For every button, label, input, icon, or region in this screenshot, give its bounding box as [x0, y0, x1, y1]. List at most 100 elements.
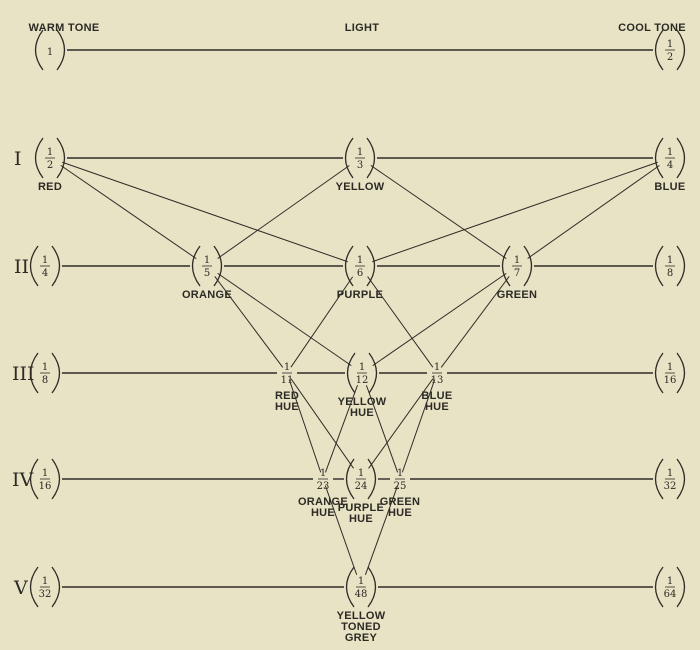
denominator: 32 [664, 481, 677, 492]
right-paren-icon [523, 245, 533, 287]
right-paren-icon [51, 458, 61, 500]
right-paren-icon [51, 352, 61, 394]
row-numeral: IV [12, 469, 34, 491]
node-label: TONED [341, 621, 381, 633]
left-paren-icon [654, 566, 664, 608]
denominator: 3 [357, 160, 363, 171]
denominator: 12 [356, 375, 369, 386]
right-paren-icon [366, 245, 376, 287]
node-label: ORANGE [182, 289, 232, 301]
connector-line [60, 164, 197, 260]
denominator: 2 [667, 52, 673, 63]
node-c0: 12 [654, 29, 686, 71]
denominator: 64 [664, 589, 677, 600]
denominator: 48 [355, 589, 368, 600]
numerator: 1 [284, 362, 290, 373]
numerator: 1 [667, 255, 673, 266]
numerator: 1 [357, 255, 363, 266]
node-label: ORANGE [298, 496, 348, 508]
numerator: 1 [42, 362, 48, 373]
numerator: 1 [667, 468, 673, 479]
numerator: 1 [434, 362, 440, 373]
numerator: 1 [42, 576, 48, 587]
node-label: BLUE [421, 390, 452, 402]
node-label: BLUE [654, 181, 685, 193]
denominator: 32 [39, 589, 52, 600]
right-paren-icon [367, 566, 377, 608]
connector-line [401, 379, 436, 473]
connector-line [324, 485, 358, 575]
connector-line [217, 272, 352, 367]
right-paren-icon [367, 458, 377, 500]
numerator: 1 [204, 255, 210, 266]
node-label: YELLOW [338, 396, 387, 408]
node-w3: 18 [29, 352, 61, 394]
node-label: HUE [275, 401, 299, 413]
left-paren-icon [654, 245, 664, 287]
node-label: RED [275, 390, 299, 402]
node-label: HUE [349, 513, 373, 525]
left-paren-icon [34, 137, 44, 179]
right-paren-icon [676, 245, 686, 287]
warm-tone-header: WARM TONE [29, 22, 100, 34]
numerator: 1 [514, 255, 520, 266]
node-label: GREEN [380, 496, 421, 508]
left-paren-icon [29, 566, 39, 608]
light-header: LIGHT [345, 22, 380, 34]
right-paren-icon [51, 566, 61, 608]
connector-line [364, 485, 399, 575]
left-paren-icon [501, 245, 511, 287]
numerator: 1 [667, 39, 673, 50]
node-c3: 116 [654, 352, 686, 394]
node-label: RED [38, 181, 62, 193]
denominator: 11 [281, 375, 294, 386]
row-numeral: III [12, 363, 35, 385]
connector-line [365, 385, 399, 473]
left-paren-icon [191, 245, 201, 287]
numerator: 1 [667, 147, 673, 158]
node-label: HUE [350, 407, 374, 419]
right-paren-icon [213, 245, 223, 287]
left-paren-icon [654, 352, 664, 394]
connector-lines [60, 49, 660, 588]
node-label: YELLOW [337, 610, 386, 622]
left-paren-icon [344, 137, 354, 179]
connector-line [370, 164, 507, 260]
right-paren-icon [366, 137, 376, 179]
connector-line [372, 272, 507, 367]
left-paren-icon [654, 458, 664, 500]
denominator: 13 [431, 375, 444, 386]
node-c2: 18 [654, 245, 686, 287]
node-label: PURPLE [338, 502, 384, 514]
left-paren-icon [29, 352, 39, 394]
node-label: GREEN [497, 289, 538, 301]
connector-line [368, 378, 434, 469]
left-paren-icon [345, 566, 355, 608]
connector-line [367, 276, 434, 368]
node-label: YELLOW [336, 181, 385, 193]
numerator: 1 [397, 468, 403, 479]
row-numeral: I [14, 148, 22, 170]
numerator: 1 [357, 147, 363, 158]
connector-line [290, 276, 354, 368]
row-numeral: V [13, 577, 28, 599]
node-label: HUE [311, 507, 335, 519]
right-paren-icon [368, 352, 378, 394]
denominator: 16 [664, 375, 677, 386]
node-value: 1 [47, 47, 53, 58]
numerator: 1 [42, 255, 48, 266]
right-paren-icon [676, 566, 686, 608]
right-paren-icon [676, 458, 686, 500]
cool-tone-header: COOL TONE [618, 22, 686, 34]
node-c5: 164 [654, 566, 686, 608]
numerator: 1 [42, 468, 48, 479]
right-paren-icon [676, 29, 686, 71]
node-c4: 132 [654, 458, 686, 500]
